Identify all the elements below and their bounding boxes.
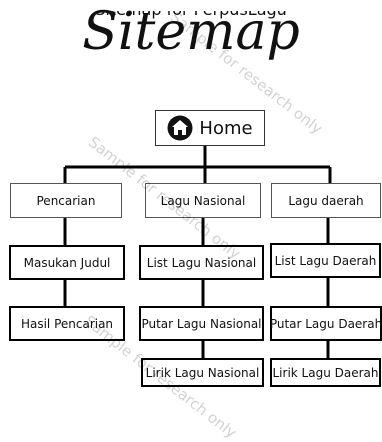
crop-mask bbox=[0, 0, 382, 11]
node-putar-lagu-nasional: Putar Lagu Nasional bbox=[139, 306, 264, 341]
node-lirik-lagu-daerah: Lirik Lagu Daerah bbox=[270, 358, 381, 387]
node-list-lagu-daerah-label: List Lagu Daerah bbox=[274, 253, 377, 268]
node-lagu-daerah: Lagu daerah bbox=[271, 183, 381, 218]
node-lagu-nasional: Lagu Nasional bbox=[145, 183, 261, 218]
page-title: Sitemap bbox=[82, 2, 300, 62]
home-node: Home bbox=[155, 110, 265, 146]
node-putar-lagu-daerah: Putar Lagu Daerah bbox=[270, 306, 382, 341]
node-pencarian: Pencarian bbox=[10, 183, 122, 218]
node-lirik-lagu-nasional: Lirik Lagu Nasional bbox=[141, 358, 264, 387]
node-list-lagu-nasional-label: List Lagu Nasional bbox=[146, 255, 257, 270]
node-lirik-lagu-daerah-label: Lirik Lagu Daerah bbox=[272, 365, 379, 380]
node-lagu-daerah-label: Lagu daerah bbox=[288, 193, 364, 208]
home-label: Home bbox=[199, 117, 253, 139]
node-hasil-pencarian: Hasil Pencarian bbox=[9, 306, 125, 341]
node-lagu-nasional-label: Lagu Nasional bbox=[160, 193, 246, 208]
node-pencarian-label: Pencarian bbox=[36, 193, 96, 208]
node-masukan-judul-label: Masukan Judul bbox=[23, 255, 111, 270]
top-caption: Sitemap for PerpusLagu bbox=[0, 0, 382, 19]
node-putar-lagu-nasional-label: Putar Lagu Nasional bbox=[141, 316, 262, 331]
node-list-lagu-daerah: List Lagu Daerah bbox=[270, 243, 381, 278]
node-hasil-pencarian-label: Hasil Pencarian bbox=[20, 316, 114, 331]
node-lirik-lagu-nasional-label: Lirik Lagu Nasional bbox=[145, 365, 260, 380]
node-putar-lagu-daerah-label: Putar Lagu Daerah bbox=[269, 316, 382, 331]
node-list-lagu-nasional: List Lagu Nasional bbox=[139, 245, 264, 280]
home-icon bbox=[167, 115, 193, 141]
node-masukan-judul: Masukan Judul bbox=[9, 245, 125, 280]
